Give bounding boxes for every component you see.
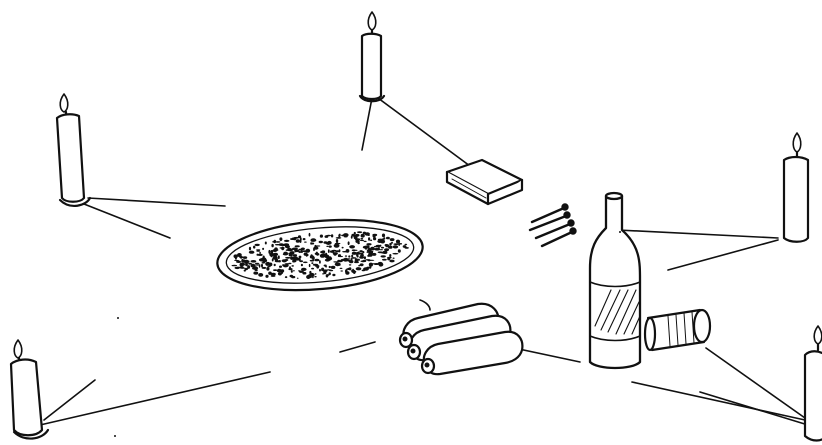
candle-lower-left xyxy=(11,340,48,439)
book xyxy=(447,160,522,204)
stray-marks xyxy=(87,231,621,445)
bottle xyxy=(590,193,640,368)
cup xyxy=(645,310,710,350)
sausages xyxy=(400,300,522,374)
candle-upper-left xyxy=(57,94,90,206)
connecting-lines xyxy=(40,98,808,425)
candle-lower-right xyxy=(805,326,822,441)
food-texture xyxy=(232,231,409,279)
candle-right xyxy=(784,133,808,242)
candle-top-center xyxy=(360,12,384,101)
matches xyxy=(530,205,576,247)
platter-of-food xyxy=(214,212,425,298)
